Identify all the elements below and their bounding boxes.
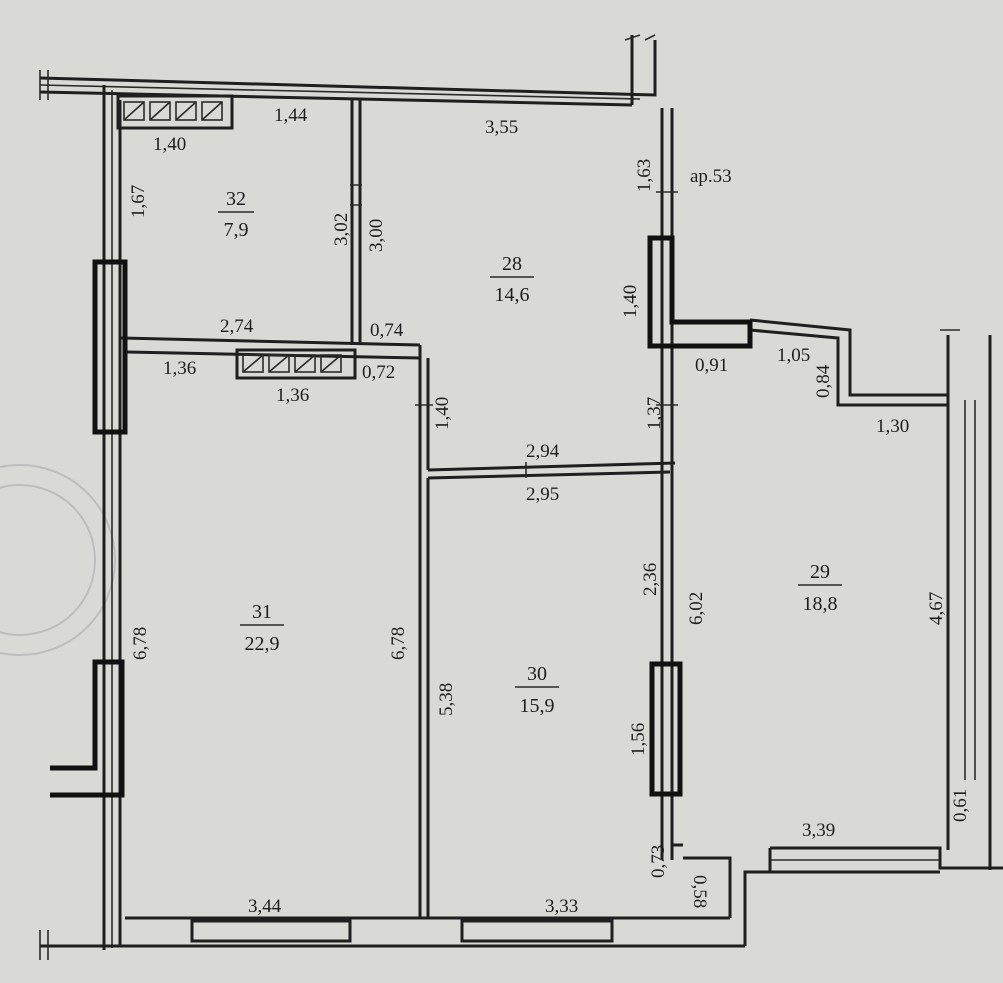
dim-label: 0,61 [950,789,971,822]
dim-label: 4,67 [926,592,947,625]
dim-label: 3,55 [485,117,518,138]
dim-label: 0,74 [370,320,404,341]
svg-text:32: 32 [226,188,246,210]
svg-text:14,6: 14,6 [495,284,530,306]
vent-ducts [116,94,357,380]
interior-walls [119,100,683,918]
room-32-label: 32 7,9 [218,188,254,241]
dimension-labels-vertical: 1,67 3,02 3,00 1,63 1,40 1,40 0,84 1,37 … [128,159,971,909]
dim-label: 1,30 [876,416,909,437]
room-30-label: 30 15,9 [515,663,559,717]
svg-text:18,8: 18,8 [803,593,838,615]
dim-label: 5,38 [436,683,457,716]
dim-label: 0,58 [689,875,710,908]
faded-stamp [0,464,116,656]
dim-label: 0,91 [695,355,728,376]
dim-label: 3,44 [248,896,282,917]
dim-label: 0,84 [813,364,834,398]
dimension-ticks [350,184,678,478]
svg-text:31: 31 [252,601,272,623]
dim-label: 3,02 [331,213,352,246]
svg-text:7,9: 7,9 [224,219,249,241]
dim-label: 1,67 [128,185,149,218]
svg-text:28: 28 [502,253,522,275]
dim-label: 1,40 [620,285,641,318]
dim-label: 0,72 [362,362,395,383]
dim-label: 0,73 [648,845,669,878]
dim-label: 1,56 [628,723,649,756]
exterior-walls [39,34,1003,960]
dim-label: 2,74 [220,316,254,337]
svg-text:22,9: 22,9 [245,633,280,655]
dim-label: 1,63 [634,159,655,192]
dim-label: 3,00 [366,219,387,252]
dim-label: 1,36 [163,358,196,379]
room-labels: 32 7,9 28 14,6 31 22,9 30 15,9 29 18,8 [218,188,842,717]
dim-label: 1,05 [777,345,810,366]
dim-label: 3,33 [545,896,578,917]
dim-label: 1,40 [432,397,453,430]
dim-label: 2,36 [640,563,661,596]
dim-label: 2,95 [526,484,559,505]
dim-label: 2,94 [526,441,560,462]
room-31-label: 31 22,9 [240,601,284,655]
dim-label: 1,36 [276,385,309,406]
dim-label: 6,78 [130,627,151,660]
dim-label: 1,37 [644,397,665,430]
dim-label: 1,40 [153,134,186,155]
dim-label: 1,44 [274,105,308,126]
columns [50,235,753,943]
room-29-label: 29 18,8 [798,561,842,615]
svg-text:30: 30 [527,663,547,685]
dim-label: 6,02 [686,592,707,625]
dim-label: 3,39 [802,820,835,841]
svg-text:15,9: 15,9 [520,695,555,717]
dim-label: 6,78 [388,627,409,660]
svg-text:29: 29 [810,561,830,583]
dimension-labels: 1,44 1,40 3,55 2,74 0,74 1,36 1,36 0,72 … [153,105,909,917]
apartment-label: ар.53 [690,166,732,187]
room-28-label: 28 14,6 [490,253,534,306]
